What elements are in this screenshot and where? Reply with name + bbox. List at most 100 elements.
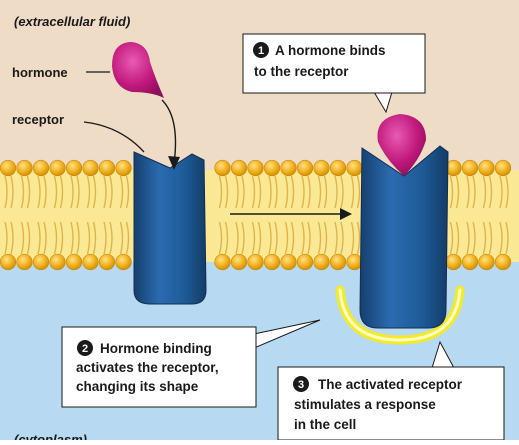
lipid-tail xyxy=(482,175,487,209)
lipid-head xyxy=(313,253,330,271)
lipid-head xyxy=(445,253,462,271)
lipid-head xyxy=(0,159,17,177)
step-2-line-1: Hormone binding xyxy=(100,341,212,356)
lipid-tail xyxy=(86,175,91,209)
binding-arrowhead xyxy=(168,156,180,170)
lipid-tail xyxy=(103,221,107,255)
lipid-head xyxy=(214,159,231,177)
lipid-tail xyxy=(76,221,80,255)
lipid-tail xyxy=(125,175,130,209)
step-3-line-1: The activated receptor xyxy=(318,377,463,392)
lipid-tail xyxy=(257,175,262,209)
lipid-tail xyxy=(301,221,305,255)
lipid-tail xyxy=(241,221,245,255)
lipid-tail xyxy=(274,221,278,255)
lipid-tail xyxy=(323,175,328,209)
lipid-tail xyxy=(119,175,124,209)
step-2-line-2: activates the receptor, xyxy=(76,360,219,375)
step-1-line-1: A hormone binds xyxy=(275,43,386,58)
lipid-tail xyxy=(43,175,47,209)
lipid-head xyxy=(494,253,512,271)
lipid-head xyxy=(461,159,479,177)
lipid-head xyxy=(230,253,248,271)
lipid-tail xyxy=(268,175,272,209)
lipid-tail xyxy=(4,175,8,209)
step-2-line-3: changing its shape xyxy=(76,379,199,394)
lipid-tail xyxy=(449,175,454,209)
step-3-callout: 3 The activated receptor stimulates a re… xyxy=(277,340,505,441)
lipid-tail xyxy=(20,221,25,255)
lipid-tail xyxy=(53,221,58,255)
step-2-box xyxy=(61,326,257,408)
lipid-tail xyxy=(37,221,41,255)
lipid-tail xyxy=(323,221,328,255)
lipid-tail xyxy=(472,175,476,209)
lipid-tail xyxy=(466,221,470,255)
receptor-label: receptor xyxy=(12,112,64,127)
phospholipid-heads xyxy=(0,159,512,271)
lipid-tail xyxy=(43,221,47,255)
step-3-line-2: stimulates a response xyxy=(294,397,436,412)
lipid-head xyxy=(230,159,248,177)
lipid-head xyxy=(49,159,66,177)
step-1-pointer xyxy=(373,91,393,114)
lipid-tail xyxy=(350,175,355,209)
lipid-tail xyxy=(274,175,278,209)
lipid-tail xyxy=(284,221,289,255)
lipid-tail xyxy=(257,221,262,255)
lipid-tail xyxy=(26,175,31,209)
lipid-head xyxy=(280,253,297,271)
lipid-tail xyxy=(334,175,338,209)
step-2-pointer xyxy=(253,319,321,349)
lipid-head xyxy=(16,253,33,271)
hormone-free xyxy=(112,42,164,98)
step-1-line-2: to the receptor xyxy=(254,64,349,79)
lipid-head xyxy=(346,159,363,177)
lipid-tail xyxy=(356,175,361,209)
lipid-tail xyxy=(334,221,338,255)
lipid-tail xyxy=(472,221,476,255)
lipid-tail xyxy=(224,221,229,255)
lipid-head xyxy=(247,159,264,177)
lipid-tail xyxy=(218,221,223,255)
lipid-tail xyxy=(76,175,80,209)
lipid-tail xyxy=(340,175,344,209)
lipid-tail xyxy=(307,221,311,255)
lipid-tail xyxy=(86,221,91,255)
lipid-tail xyxy=(284,175,289,209)
lipid-tail xyxy=(466,175,470,209)
step-1-number: 1 xyxy=(258,45,264,57)
lipid-head xyxy=(115,159,132,177)
lipid-tail xyxy=(505,175,509,209)
lipid-tail xyxy=(482,221,487,255)
lipid-head xyxy=(65,159,83,177)
lipid-tail xyxy=(317,175,322,209)
lipid-tail xyxy=(488,175,493,209)
lipid-tail xyxy=(119,221,124,255)
cytoplasm-label: (cytoplasm) xyxy=(14,432,87,440)
lipid-head xyxy=(263,253,281,271)
lipid-tail xyxy=(103,175,107,209)
hormone-label: hormone xyxy=(12,65,68,80)
lipid-tail xyxy=(4,221,8,255)
lipid-tail xyxy=(290,175,295,209)
lipid-tail xyxy=(109,175,113,209)
receptor-pointer xyxy=(83,121,145,153)
lipid-tail xyxy=(10,221,14,255)
phospholipid-tails xyxy=(4,175,509,255)
lipid-tail xyxy=(499,221,503,255)
binding-arrow xyxy=(161,99,177,165)
lipid-head xyxy=(247,253,264,271)
lipid-head xyxy=(329,253,347,271)
transition-arrowhead xyxy=(340,208,352,220)
lipid-tail xyxy=(241,175,245,209)
lipid-head xyxy=(82,159,99,177)
lipid-head xyxy=(280,159,297,177)
lipid-head xyxy=(16,159,33,177)
lipid-tail xyxy=(70,221,74,255)
lipid-tail xyxy=(340,221,344,255)
lipid-head xyxy=(82,253,99,271)
lipid-head xyxy=(32,159,50,177)
step-3-box xyxy=(277,366,505,441)
